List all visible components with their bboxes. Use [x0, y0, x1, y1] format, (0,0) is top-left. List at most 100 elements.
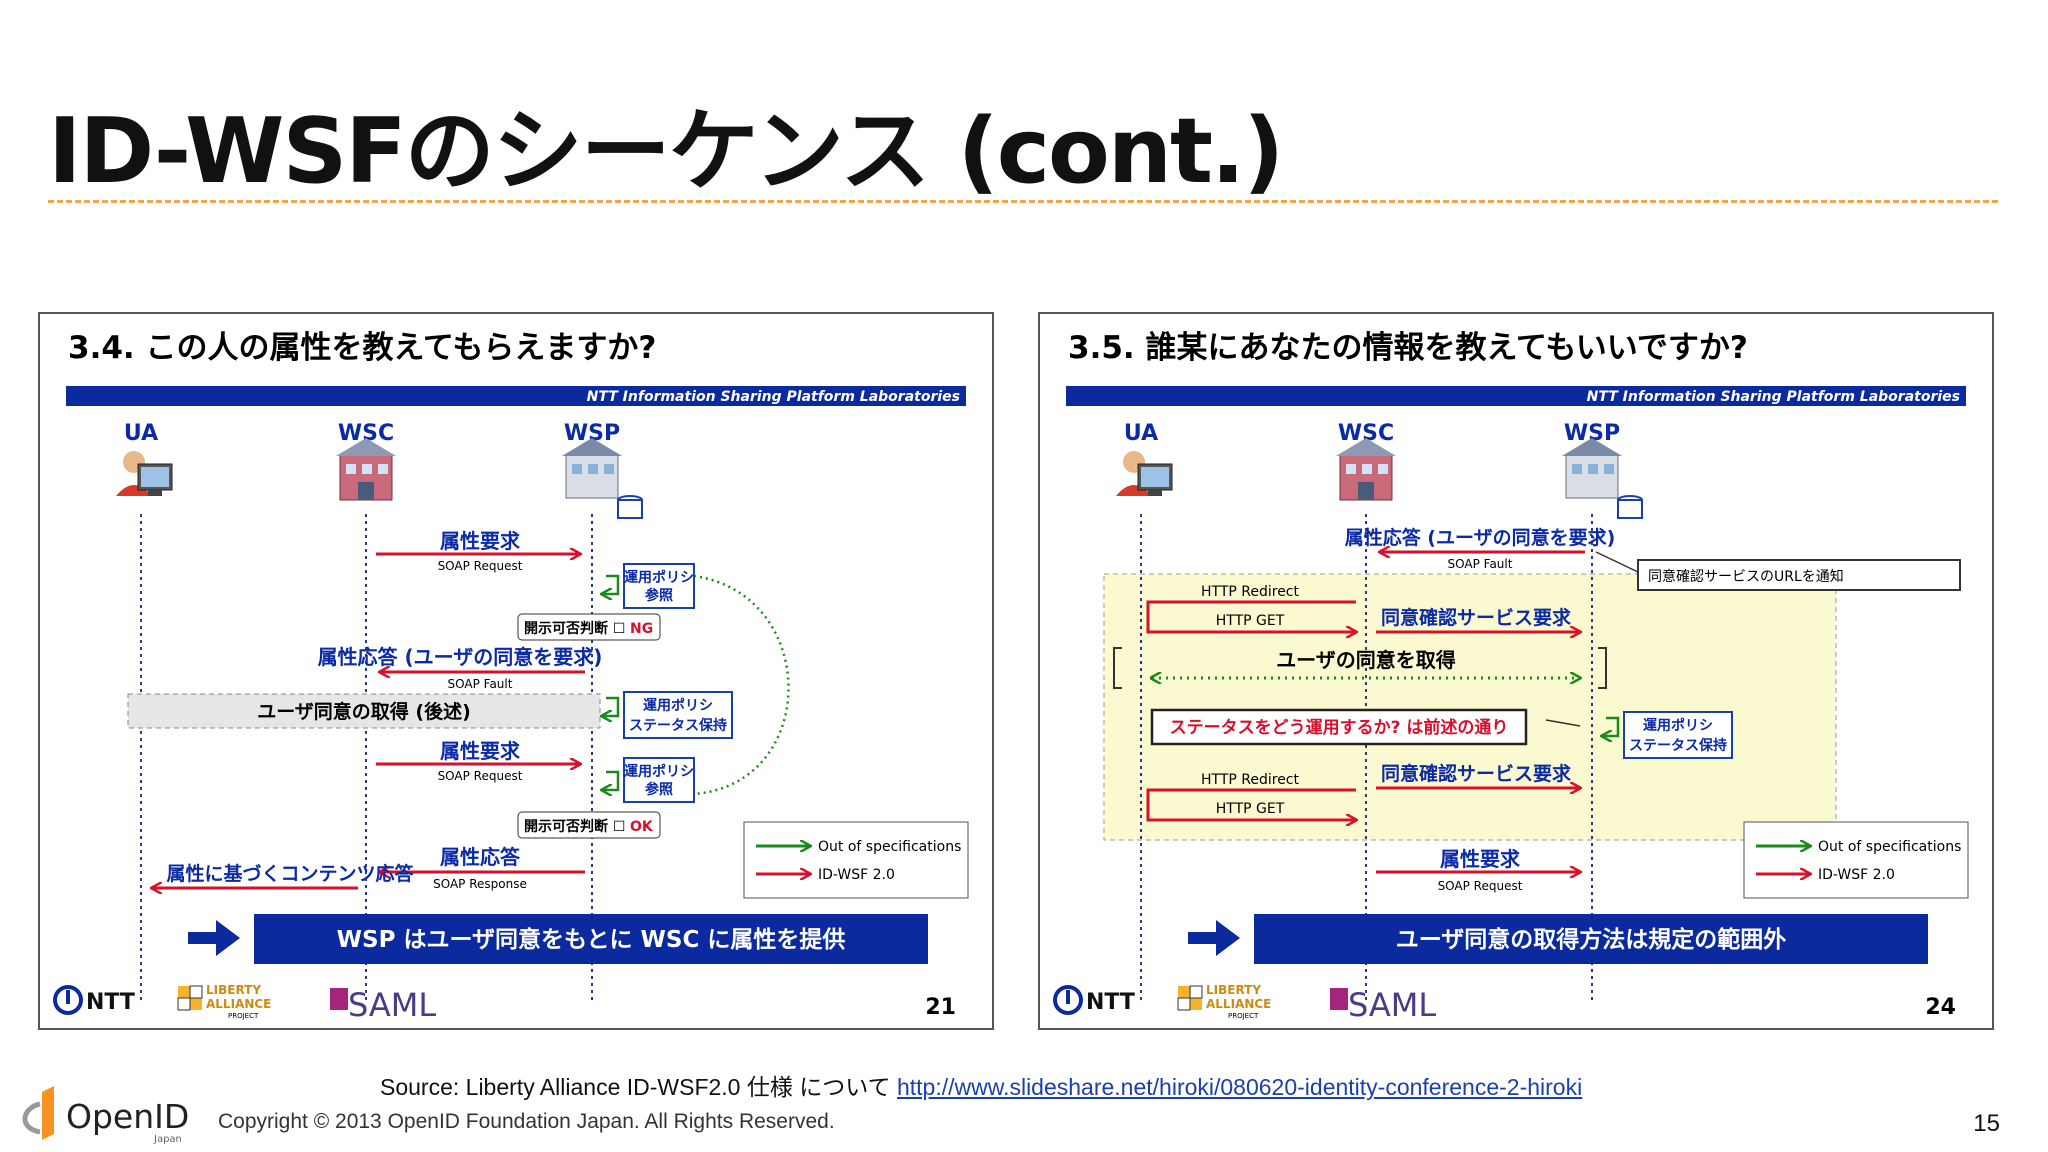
saml-logo: SAML: [330, 986, 436, 1024]
source-link[interactable]: http://www.slideshare.net/hiroki/080620-…: [896, 1074, 1583, 1100]
conclusion-bar: [254, 914, 928, 964]
right-diagram-panel: 3.5. 誰某にあなたの情報を教えてもいいですか? NTT Informatio…: [1038, 312, 1994, 1030]
http-redirect-1: HTTP Redirect: [1201, 584, 1300, 600]
left-heading: 3.4. この人の属性を教えてもらえますか?: [68, 330, 656, 366]
ntt-logo: NTT: [53, 985, 135, 1015]
liberty-alliance-logo: LIBERTY ALLIANCE PROJECT: [1177, 983, 1271, 1020]
policy-ref-box-2: [623, 757, 695, 803]
user-pc-icon: [116, 451, 173, 496]
svg-text:ALLIANCE: ALLIANCE: [1206, 997, 1271, 1011]
decision-ok-box: [517, 811, 661, 839]
slide-title: ID-WSFのシーケンス (cont.): [48, 99, 1284, 204]
loop-arrow-2: [602, 696, 620, 716]
svg-text:PROJECT: PROJECT: [1228, 1012, 1259, 1020]
policy-ref-2-line1: 運用ポリシ: [624, 763, 694, 780]
msg-soap-response: SOAP Response: [433, 877, 527, 891]
decision-ok-value: OK: [630, 819, 654, 835]
redirect-arrow-1: [1146, 600, 1356, 632]
conclusion-arrow-icon: [188, 920, 240, 956]
conclusion-text: WSP はユーザ同意をもとに WSC に属性を提供: [337, 926, 846, 953]
decision-ng-value: NG: [630, 621, 653, 637]
msg-soap-request: SOAP Request: [1438, 879, 1523, 893]
policy-ref-box-1: [623, 563, 695, 609]
policy-ref-2-line2: 参照: [645, 781, 673, 798]
wsc-building-icon: [1336, 438, 1396, 501]
conclusion-text: ユーザ同意の取得方法は規定の範囲外: [1396, 926, 1787, 953]
legend-box: [1743, 821, 1969, 899]
svg-text:PROJECT: PROJECT: [228, 1012, 259, 1020]
status-pointer: [1545, 719, 1581, 727]
msg-attr-response-consent: 属性応答 (ユーザの同意を要求): [1345, 526, 1616, 549]
svg-text:ALLIANCE: ALLIANCE: [206, 997, 271, 1011]
legend-out-of-spec: Out of specifications: [1818, 839, 1961, 855]
note-pointer: [1595, 551, 1639, 573]
legend-out-of-spec: Out of specifications: [818, 839, 961, 855]
consent-label: ユーザの同意を取得: [1276, 648, 1456, 672]
right-page-number: 24: [1925, 995, 1956, 1020]
http-get-2: HTTP GET: [1216, 801, 1285, 817]
consent-acquisition-label: ユーザ同意の取得 (後述): [257, 700, 471, 723]
legend-id-wsf: ID-WSF 2.0: [818, 867, 895, 883]
svg-text:NTT: NTT: [1086, 990, 1135, 1015]
msg-soap-fault: SOAP Fault: [448, 677, 513, 691]
left-banner: [66, 386, 966, 406]
source-prefix: Source: Liberty Alliance ID-WSF2.0 仕様 につ…: [380, 1074, 897, 1100]
msg-soap-request-2: SOAP Request: [438, 769, 523, 783]
wsp-building-icon: [1562, 438, 1643, 519]
loop-arrow: [1602, 716, 1620, 736]
policy-keep-line2: ステータス保持: [1629, 737, 1727, 754]
http-get-1: HTTP GET: [1216, 613, 1285, 629]
actor-ua: UA: [1124, 421, 1158, 446]
wsc-building-icon: [336, 438, 396, 501]
status-operation-box: [1150, 708, 1528, 746]
svg-text:NTT: NTT: [86, 990, 135, 1015]
consent-service-request-2: 同意確認サービス要求: [1381, 762, 1572, 785]
policy-ref-1-line2: 参照: [645, 587, 673, 604]
http-redirect-2: HTTP Redirect: [1201, 772, 1300, 788]
out-of-spec-region: [1103, 573, 1837, 841]
msg-attr-response-consent: 属性応答 (ユーザの同意を要求): [318, 645, 603, 669]
right-banner: [1066, 386, 1966, 406]
openid-logo-mark: [42, 1086, 54, 1140]
left-banner-text: NTT Information Sharing Platform Laborat…: [587, 389, 960, 405]
openid-logo: OpenID Japan: [22, 1086, 189, 1144]
svg-text:SAML: SAML: [1348, 986, 1436, 1024]
title-divider: [48, 200, 1998, 203]
actor-ua: UA: [124, 421, 158, 446]
conclusion-bar: [1254, 914, 1928, 964]
right-banner-text: NTT Information Sharing Platform Laborat…: [1587, 389, 1960, 405]
msg-attr-response: 属性応答: [440, 845, 521, 869]
left-page-number: 21: [925, 995, 956, 1020]
source-citation: Source: Liberty Alliance ID-WSF2.0 仕様 につ…: [380, 1068, 1582, 1102]
policy-keep-line1: 運用ポリシ: [1643, 717, 1713, 734]
policy-keep-line1: 運用ポリシ: [643, 697, 713, 714]
loop-arrow-1: [602, 574, 620, 594]
consent-service-request-1: 同意確認サービス要求: [1381, 606, 1572, 629]
loop-arrow-3: [602, 770, 620, 790]
policy-dotted-link: [693, 574, 790, 796]
msg-content-response: 属性に基づくコンテンツ応答: [166, 862, 414, 885]
openid-logo-sub: Japan: [153, 1134, 182, 1144]
redirect-arrow-2: [1146, 788, 1356, 820]
openid-logo-text: OpenID: [66, 1097, 189, 1136]
liberty-alliance-logo: LIBERTY ALLIANCE PROJECT: [177, 983, 271, 1020]
consent-bracket-left: [1113, 647, 1122, 689]
decision-ng-box: [517, 613, 661, 641]
note-text: 同意確認サービスのURLを通知: [1648, 568, 1844, 585]
note-box: [1637, 559, 1961, 591]
user-pc-icon: [1116, 451, 1173, 496]
left-diagram-panel: 3.4. この人の属性を教えてもらえますか? NTT Information S…: [38, 312, 994, 1030]
msg-attr-request-2: 属性要求: [440, 739, 521, 763]
decision-ok-label: 開示可否判断 ☐: [524, 818, 625, 835]
legend-box: [743, 821, 969, 899]
openid-logo-arc: [22, 1101, 41, 1135]
consent-acquisition-bar: [127, 693, 601, 729]
status-operation-text: ステータスをどう運用するか? は前述の通り: [1170, 717, 1509, 738]
policy-keep-line2: ステータス保持: [629, 717, 727, 734]
policy-ref-1-line1: 運用ポリシ: [624, 569, 694, 586]
conclusion-arrow-icon: [1188, 920, 1240, 956]
copyright: Copyright © 2013 OpenID Foundation Japan…: [218, 1110, 835, 1133]
msg-attr-request: 属性要求: [1440, 847, 1521, 871]
msg-soap-request-1: SOAP Request: [438, 559, 523, 573]
svg-text:LIBERTY: LIBERTY: [206, 983, 261, 997]
